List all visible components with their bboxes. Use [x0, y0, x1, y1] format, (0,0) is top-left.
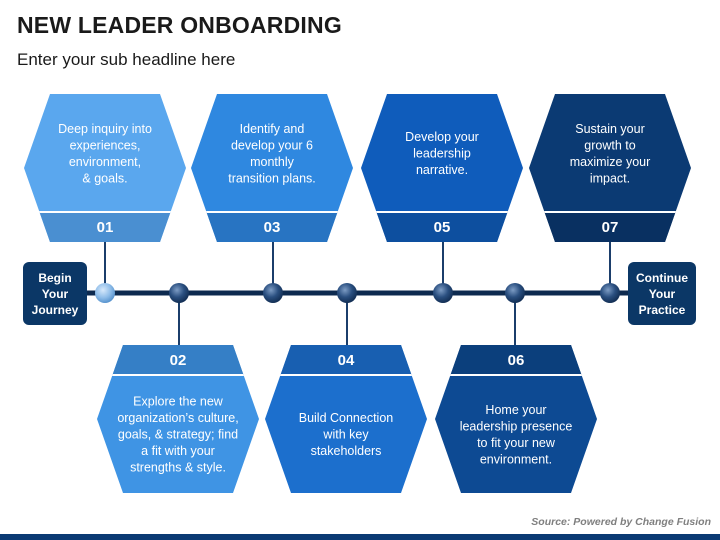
- step-description-line: Home your: [485, 403, 546, 417]
- step-description-line: leadership presence: [460, 419, 573, 433]
- step-description-line: Build Connection: [299, 411, 394, 425]
- step-number: 07: [602, 219, 619, 236]
- step-description-line: narrative.: [416, 163, 468, 177]
- continue-practice-box: Continue Your Practice: [628, 262, 696, 325]
- step-hexagon: [361, 94, 523, 242]
- step-hexagon: [24, 94, 186, 242]
- timeline-node: [505, 283, 525, 303]
- step-description-line: leadership: [413, 147, 471, 161]
- step-number-tab: [529, 212, 691, 242]
- step-hexagon: [265, 345, 427, 493]
- step-description-line: Develop your: [405, 130, 479, 144]
- step-description-line: Identify and: [240, 122, 305, 136]
- step-hexagon: [529, 94, 691, 242]
- step-description-line: to fit your new: [477, 436, 556, 450]
- step-number-tab: [97, 345, 259, 375]
- step-description-line: Deep inquiry into: [58, 122, 152, 136]
- step-number: 05: [434, 219, 451, 236]
- step-description-line: develop your 6: [231, 138, 313, 152]
- step-number: 06: [508, 352, 525, 369]
- step-description-line: maximize your: [570, 155, 651, 169]
- step-description-line: monthly: [250, 155, 295, 169]
- step-description-line: transition plans.: [228, 171, 316, 185]
- continue-label-line: Practice: [639, 303, 686, 317]
- step-number-tab: [435, 345, 597, 375]
- step-description-line: experiences,: [70, 138, 141, 152]
- step-number-tab: [191, 212, 353, 242]
- step-number-tab: [24, 212, 186, 242]
- step-description-line: stakeholders: [311, 444, 382, 458]
- step-number-tab: [265, 345, 427, 375]
- step-description-line: goals, & strategy; find: [118, 428, 238, 442]
- bottom-accent-bar: [0, 534, 720, 540]
- begin-label-line: Journey: [32, 303, 79, 317]
- step-05: 05 Develop your leadership narrative.: [361, 94, 523, 242]
- step-description-line: Sustain your: [575, 122, 644, 136]
- begin-label-line: Your: [42, 287, 69, 301]
- step-description-line: a fit with your: [141, 444, 215, 458]
- page-subtitle: Enter your sub headline here: [17, 50, 236, 69]
- timeline-node: [337, 283, 357, 303]
- step-hexagon: [191, 94, 353, 242]
- continue-label-line: Your: [649, 287, 676, 301]
- step-description-line: & goals.: [82, 171, 127, 185]
- timeline-node: [169, 283, 189, 303]
- step-description-line: strengths & style.: [130, 461, 226, 475]
- step-01: 01 Deep inquiry into experiences, environme…: [24, 94, 186, 242]
- step-03: 03 Identify and develop your 6 monthly trans…: [191, 94, 353, 242]
- step-number: 03: [264, 219, 281, 236]
- step-number: 02: [170, 352, 187, 369]
- step-description-line: with key: [322, 428, 369, 442]
- begin-journey-box: Begin Your Journey: [23, 262, 87, 325]
- timeline-node: [600, 283, 620, 303]
- continue-label-line: Continue: [636, 271, 688, 285]
- step-number: 01: [97, 219, 114, 236]
- step-number: 04: [338, 352, 355, 369]
- begin-label-line: Begin: [38, 271, 71, 285]
- step-description-line: environment,: [69, 155, 141, 169]
- step-number-tab: [361, 212, 523, 242]
- timeline-node: [263, 283, 283, 303]
- step-hexagon: [97, 345, 259, 493]
- source-note: Source: Powered by Change Fusion: [531, 516, 711, 528]
- step-description-line: impact.: [590, 171, 630, 185]
- step-description-line: Explore the new: [133, 395, 224, 409]
- step-description-line: environment.: [480, 452, 552, 466]
- page-title: NEW LEADER ONBOARDING: [17, 12, 342, 38]
- step-description-line: growth to: [584, 138, 635, 152]
- step-07: 07 Sustain your growth to maximize your impa…: [529, 94, 691, 242]
- timeline-node: [433, 283, 453, 303]
- step-hexagon: [435, 345, 597, 493]
- step-description-line: organization’s culture,: [117, 411, 238, 425]
- timeline-node: [95, 283, 115, 303]
